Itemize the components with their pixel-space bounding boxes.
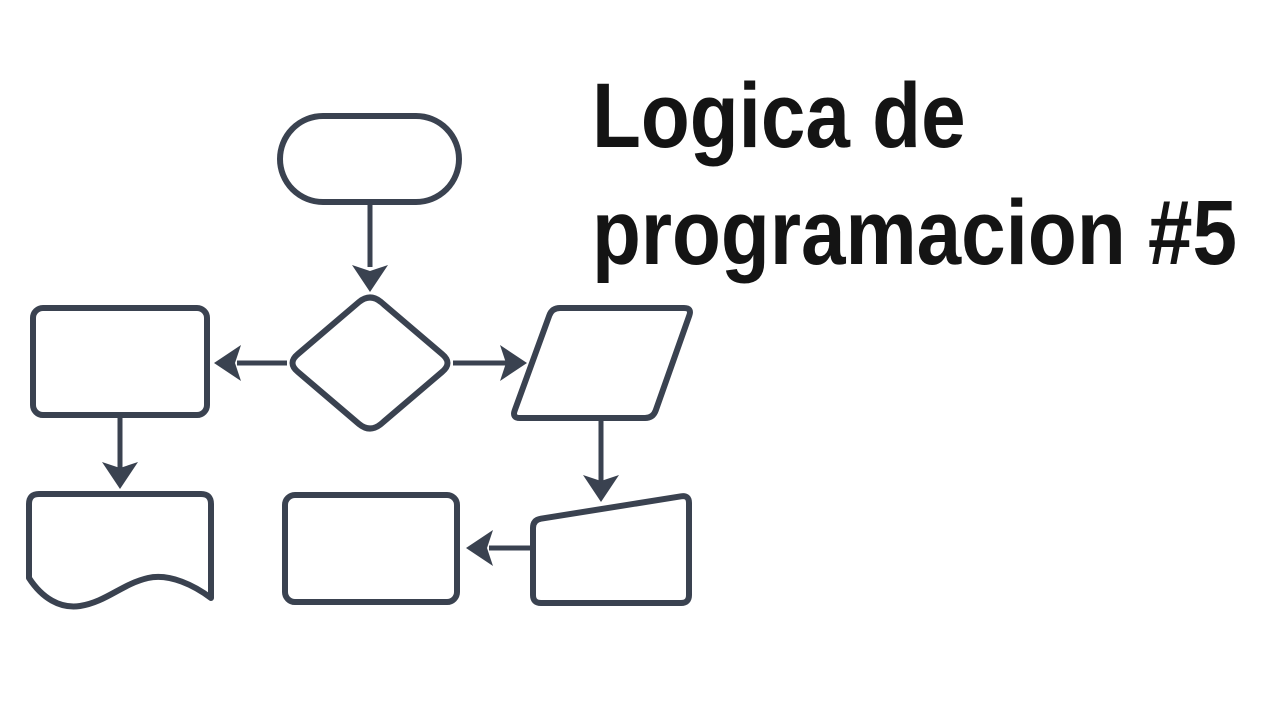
manual-input-shape xyxy=(530,493,692,606)
arrowhead-down-icon xyxy=(352,265,388,292)
arrowhead-right-icon xyxy=(500,345,527,381)
process-bottom-shape xyxy=(282,492,460,605)
terminator-shape xyxy=(277,113,462,205)
arrowhead-left-icon xyxy=(466,530,493,566)
decision-shape xyxy=(289,294,451,432)
connector-start-decision xyxy=(352,203,388,292)
title-line-2: programacion #5 xyxy=(592,182,1237,284)
document-shape xyxy=(26,491,214,610)
arrowhead-down-icon xyxy=(102,462,138,489)
video-title: Logica de programacion #5 xyxy=(592,58,1237,292)
arrowhead-left-icon xyxy=(214,345,241,381)
process-left-shape xyxy=(30,305,210,418)
arrowhead-down-icon xyxy=(583,475,619,502)
connector-decision-data-io xyxy=(453,345,527,381)
connector-manual-input-process-bottom xyxy=(466,530,533,566)
parallelogram-shape xyxy=(511,305,693,421)
connector-data-io-manual-input xyxy=(583,418,619,502)
connector-process-left-document xyxy=(102,418,138,489)
title-line-1: Logica de xyxy=(592,65,966,167)
connector-decision-process-left xyxy=(214,345,287,381)
